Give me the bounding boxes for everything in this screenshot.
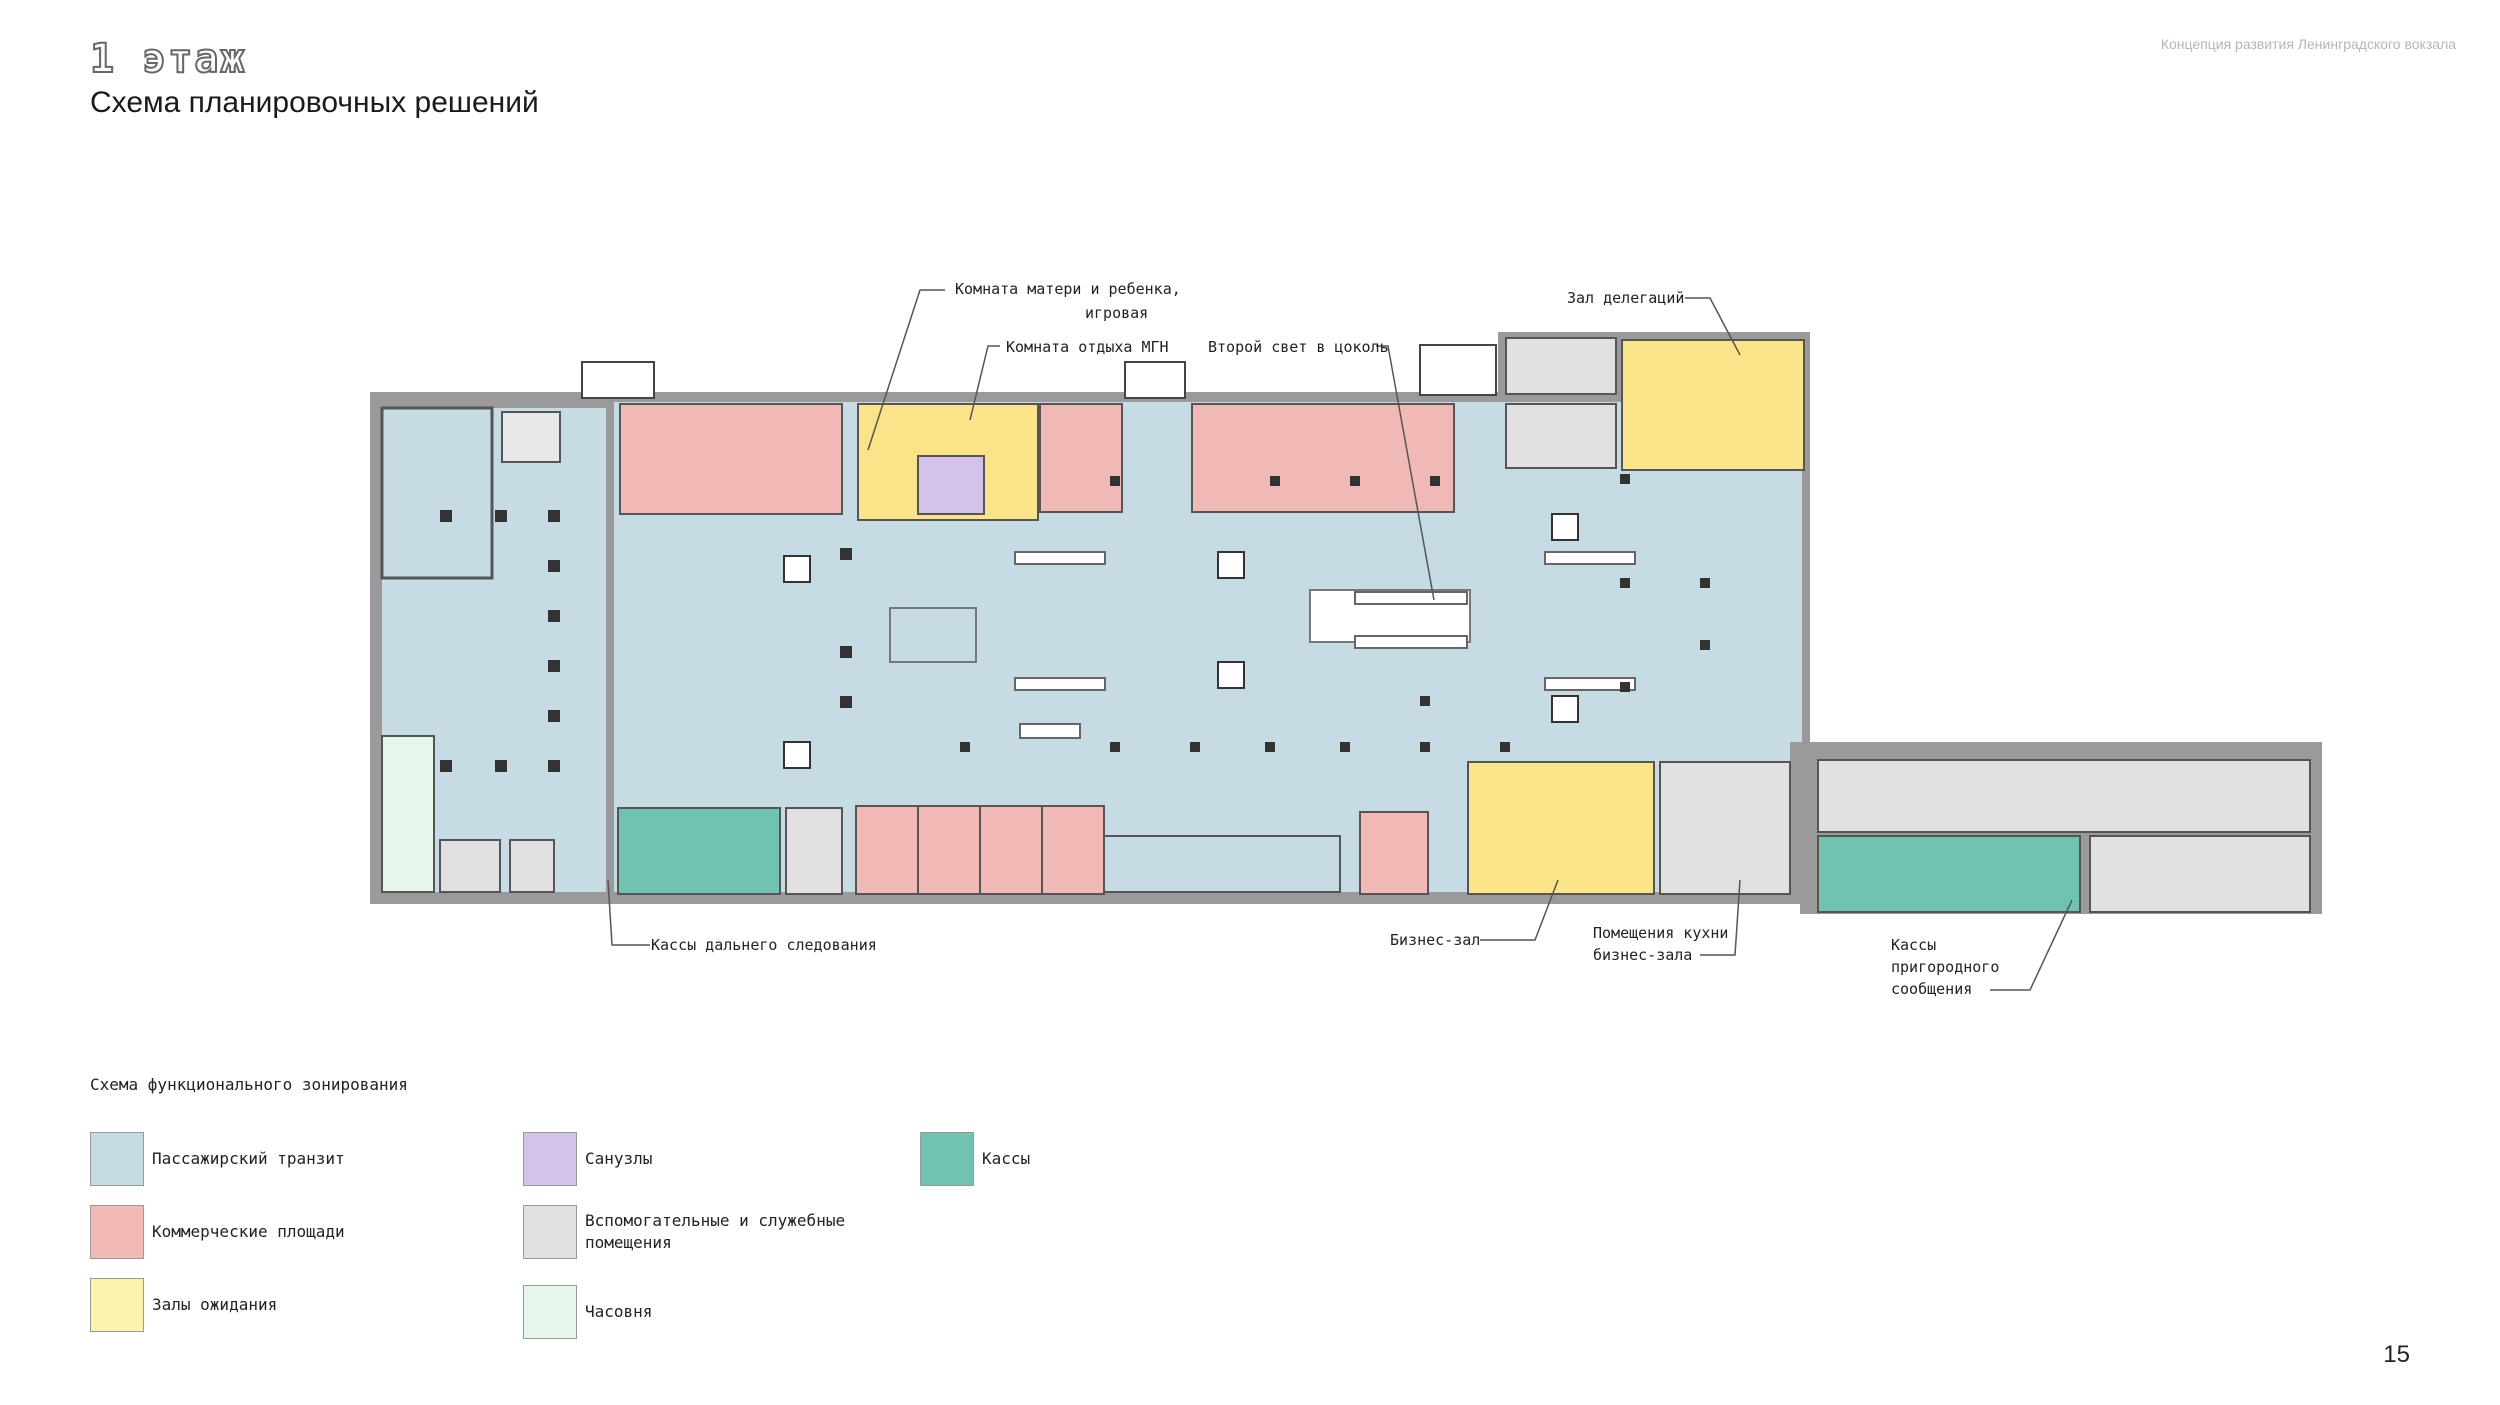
left-wing xyxy=(380,406,606,893)
callout-suburban: Кассы xyxy=(1891,936,1936,954)
legend-label: Залы ожидания xyxy=(152,1295,278,1314)
callout-delegation: Зал делегаций xyxy=(1567,289,1684,307)
legend-item-chapel: Часовня xyxy=(523,1285,652,1339)
elevators xyxy=(783,513,1579,769)
legend-swatch xyxy=(90,1205,144,1259)
project-name: Концепция развития Ленинградского вокзал… xyxy=(2160,36,2456,52)
callout-leaders xyxy=(607,289,2073,991)
callout-mgn-room: Комната отдыха МГН xyxy=(1006,338,1169,356)
legend-label: Вспомогательные и служебные помещения xyxy=(585,1211,846,1252)
legend-item-transit: Пассажирский транзит xyxy=(90,1132,345,1186)
callout-mother-room-2: игровая xyxy=(1085,304,1148,322)
legend-label: Кассы xyxy=(982,1149,1031,1168)
callout-business: Бизнес-зал xyxy=(1390,931,1480,949)
ticket-zones xyxy=(617,807,2081,913)
service-zones xyxy=(785,337,2311,913)
legend-title: Схема функционального зонирования xyxy=(90,1075,408,1094)
legend-swatch xyxy=(523,1285,577,1339)
legend-item-commercial: Коммерческие площади xyxy=(90,1205,345,1259)
legend-label: Санузлы xyxy=(585,1149,653,1168)
floor-title: 1 этаж xyxy=(89,35,247,83)
callout-suburban-3: сообщения xyxy=(1891,980,1972,998)
structural-columns xyxy=(440,474,1710,772)
legend-label: Пассажирский транзит xyxy=(152,1149,345,1168)
legend-item-tickets: Кассы xyxy=(920,1132,1030,1186)
restroom-zone xyxy=(917,455,985,515)
legend-swatch xyxy=(90,1132,144,1186)
legend-item-restrooms: Санузлы xyxy=(523,1132,652,1186)
legend-item-service: Вспомогательные и служебные помещения xyxy=(523,1205,885,1259)
legend-label: Часовня xyxy=(585,1302,653,1321)
escalators xyxy=(1014,551,1636,739)
callout-second-light: Второй свет в цоколь xyxy=(1208,338,1389,356)
legend-label: Коммерческие площади xyxy=(152,1222,345,1241)
legend-swatch xyxy=(920,1132,974,1186)
commercial-zones xyxy=(619,403,1455,895)
callout-kitchen-2: бизнес-зала xyxy=(1593,946,1692,964)
callout-suburban-2: пригородного xyxy=(1891,958,1999,976)
callout-kitchen: Помещения кухни xyxy=(1593,924,1728,942)
legend-swatch xyxy=(523,1132,577,1186)
legend-swatch xyxy=(90,1278,144,1332)
page-number: 15 xyxy=(2383,1341,2410,1368)
callout-long-distance: Кассы дальнего следования xyxy=(651,936,877,954)
page-subtitle: Схема планировочных решений xyxy=(90,86,539,119)
callout-mother-room: Комната матери и ребенка, xyxy=(955,280,1181,298)
legend-item-waiting: Залы ожидания xyxy=(90,1278,277,1332)
legend-swatch xyxy=(523,1205,577,1259)
